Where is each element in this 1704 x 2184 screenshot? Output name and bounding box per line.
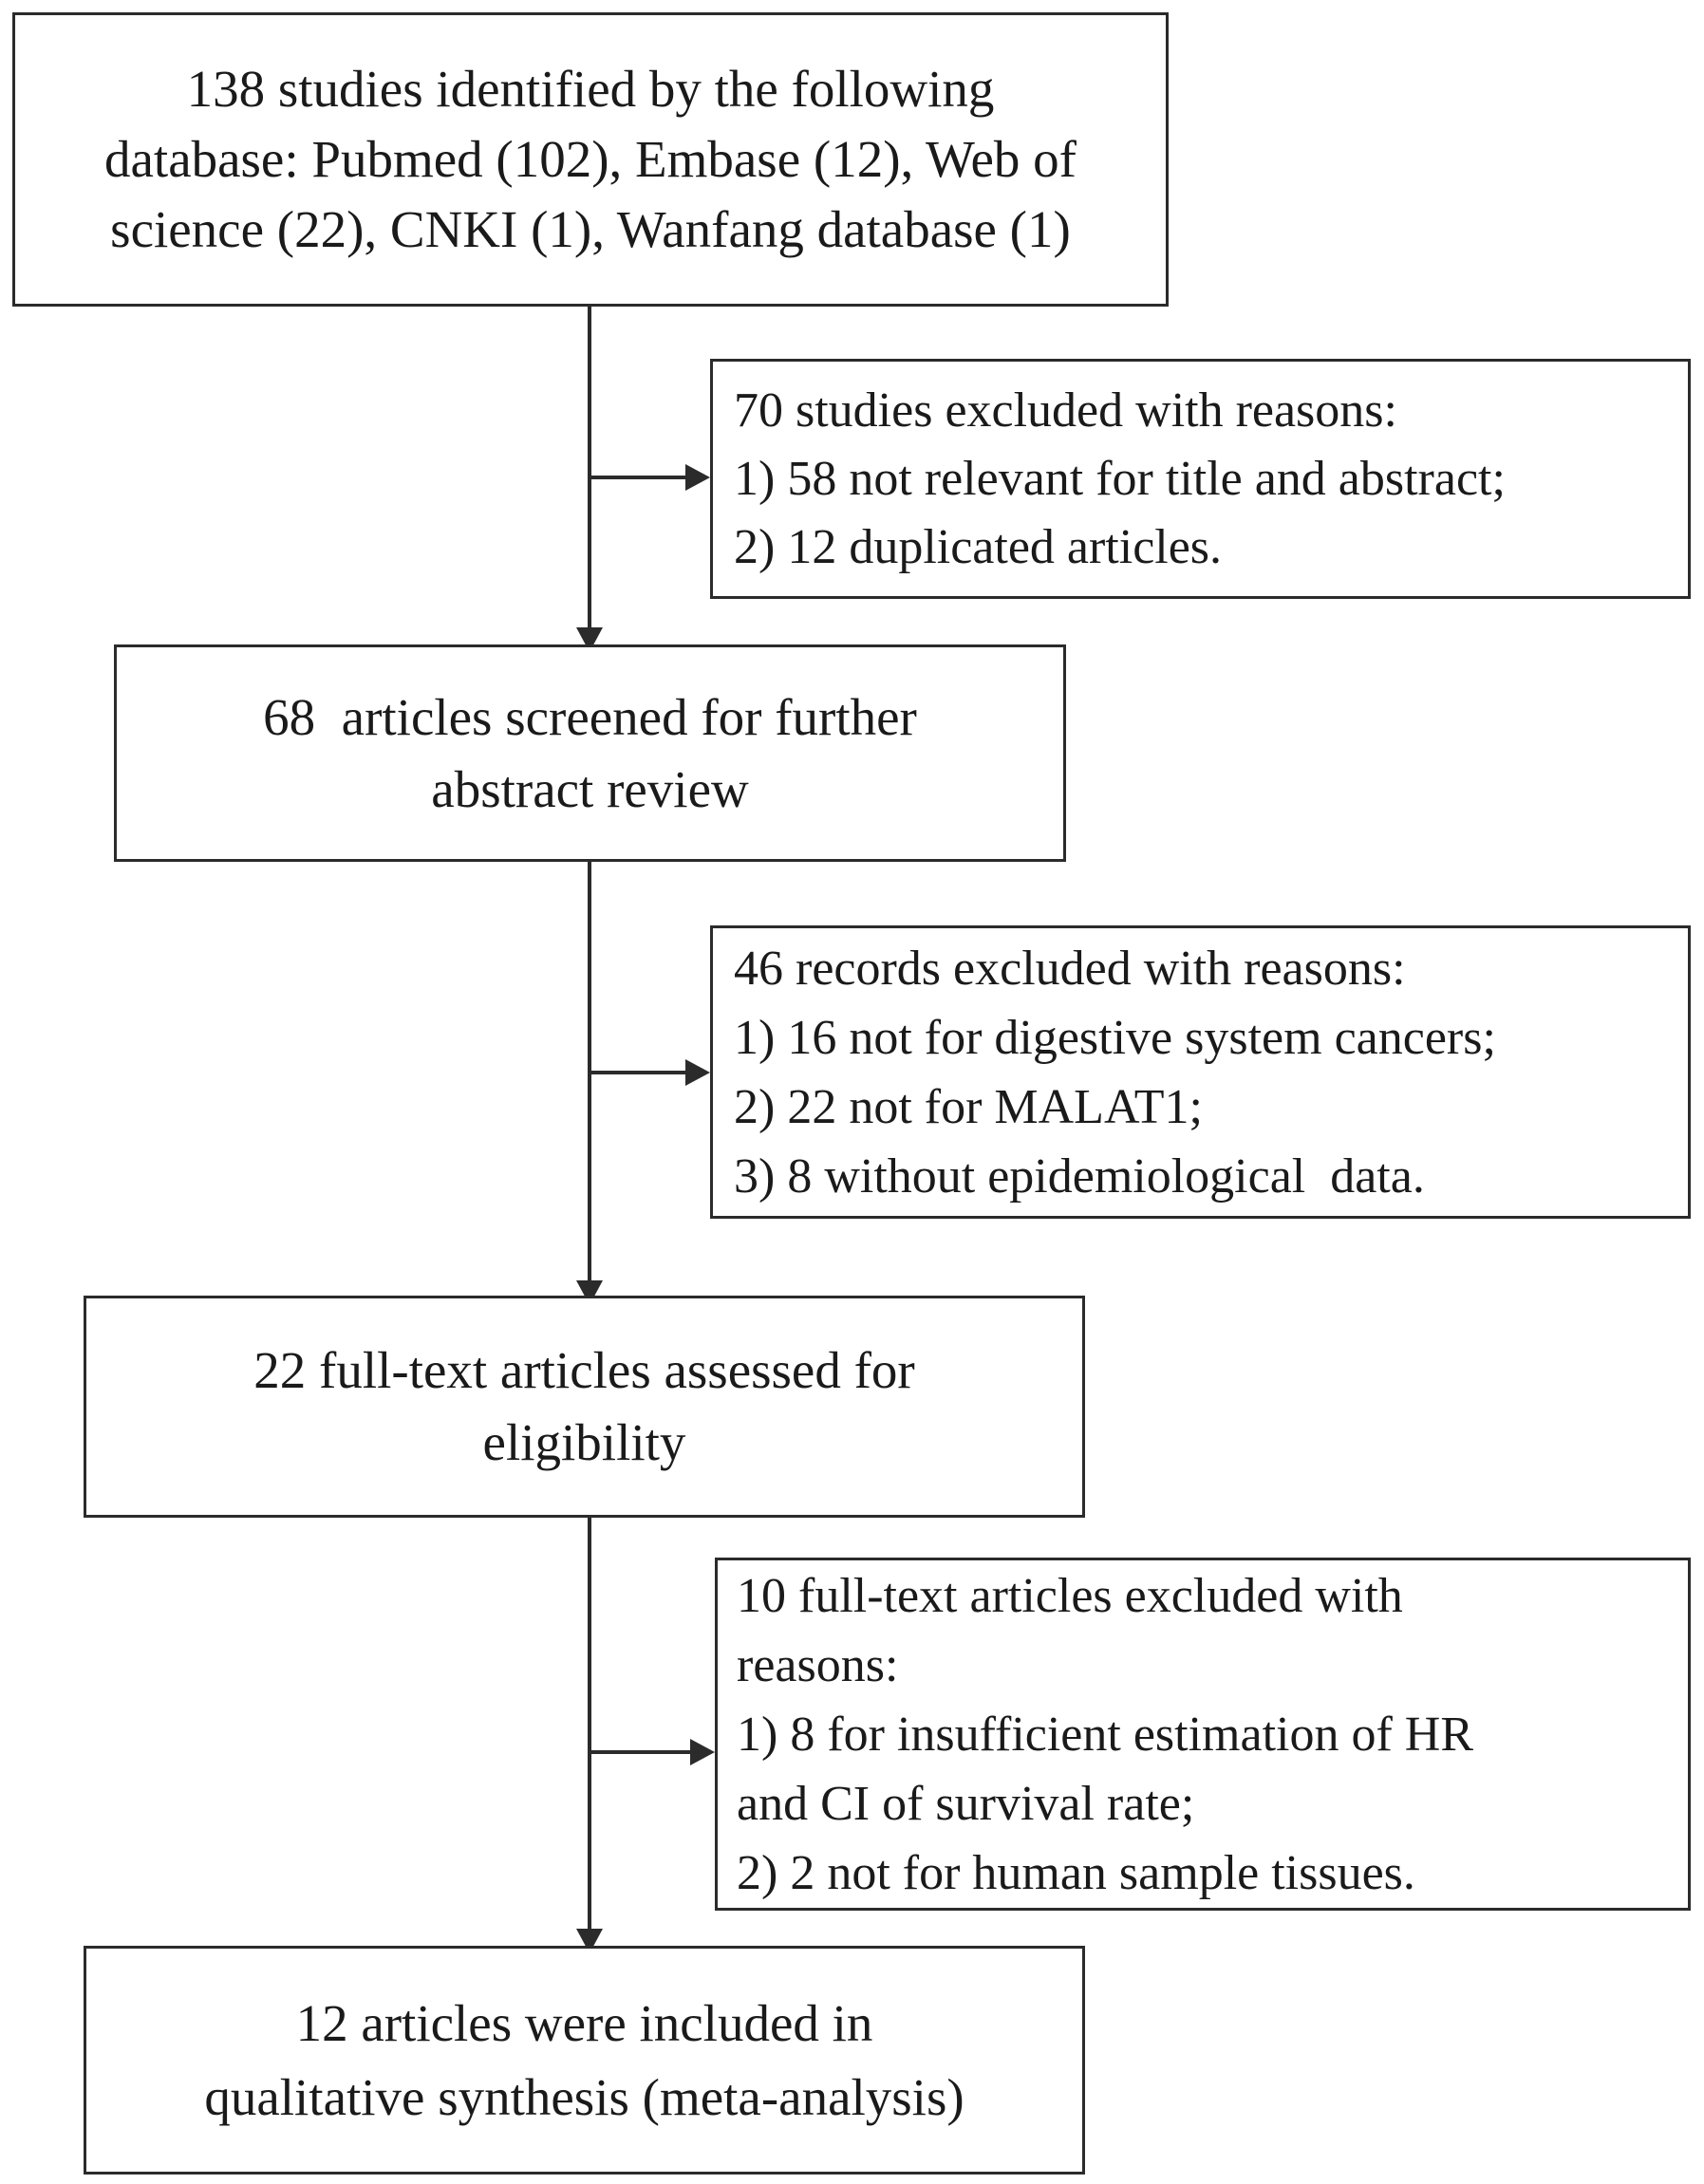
arrow-right-icon-to-excluded-10: [690, 1739, 715, 1765]
box-studies-identified-line-1: 138 studies identified by the following: [186, 60, 995, 118]
box-excluded-10-line-1: 10 full-text articles excluded with: [737, 1568, 1403, 1623]
box-articles-included: 12 articles were included in qualitative…: [84, 1946, 1085, 2175]
box-excluded-10-line-2: reasons:: [737, 1637, 899, 1692]
arrow-right-icon-to-excluded-46: [685, 1059, 710, 1086]
box-excluded-10-line-4: and CI of survival rate;: [737, 1776, 1195, 1831]
box-studies-identified-line-2: database: Pubmed (102), Embase (12), Web…: [104, 130, 1077, 188]
connector-fulltext-to-included: [588, 1517, 591, 1953]
box-fulltext-assessed-line-1: 22 full-text articles assessed for: [253, 1341, 915, 1399]
connector-branch-to-excluded-46: [590, 1071, 692, 1074]
box-fulltext-assessed-line-2: eligibility: [482, 1413, 686, 1471]
box-excluded-46-line-1: 46 records excluded with reasons:: [734, 941, 1406, 996]
box-excluded-46-line-2: 1) 16 not for digestive system cancers;: [734, 1010, 1496, 1065]
box-excluded-10-line-3: 1) 8 for insufficient estimation of HR: [737, 1707, 1474, 1762]
box-studies-identified-line-3: science (22), CNKI (1), Wanfang database…: [110, 200, 1071, 258]
connector-screened-to-fulltext: [588, 861, 591, 1305]
connector-branch-to-excluded-70: [590, 476, 692, 479]
box-excluded-46-line-4: 3) 8 without epidemiological data.: [734, 1148, 1425, 1204]
box-articles-screened-line-2: abstract review: [431, 759, 749, 818]
box-excluded-46-line-3: 2) 22 not for MALAT1;: [734, 1079, 1203, 1134]
box-excluded-70-line-2: 1) 58 not relevant for title and abstrac…: [734, 451, 1506, 506]
box-articles-screened-line-1: 68 articles screened for further: [263, 687, 917, 746]
box-excluded-70-line-1: 70 studies excluded with reasons:: [734, 383, 1397, 438]
box-studies-identified: 138 studies identified by the following …: [12, 12, 1169, 307]
box-excluded-70-line-3: 2) 12 duplicated articles.: [734, 519, 1223, 574]
box-articles-included-line-2: qualitative synthesis (meta-analysis): [204, 2067, 964, 2126]
box-articles-screened: 68 articles screened for further abstrac…: [114, 644, 1066, 862]
connector-branch-to-excluded-10: [590, 1750, 697, 1754]
box-excluded-46: 46 records excluded with reasons: 1) 16 …: [710, 925, 1691, 1219]
box-excluded-10-line-5: 2) 2 not for human sample tissues.: [737, 1845, 1415, 1900]
box-fulltext-assessed: 22 full-text articles assessed for eligi…: [84, 1296, 1085, 1518]
box-articles-included-line-1: 12 articles were included in: [295, 1993, 873, 2052]
box-excluded-70: 70 studies excluded with reasons: 1) 58 …: [710, 359, 1691, 599]
box-excluded-10: 10 full-text articles excluded with reas…: [715, 1558, 1691, 1911]
arrow-right-icon-to-excluded-70: [685, 464, 710, 491]
